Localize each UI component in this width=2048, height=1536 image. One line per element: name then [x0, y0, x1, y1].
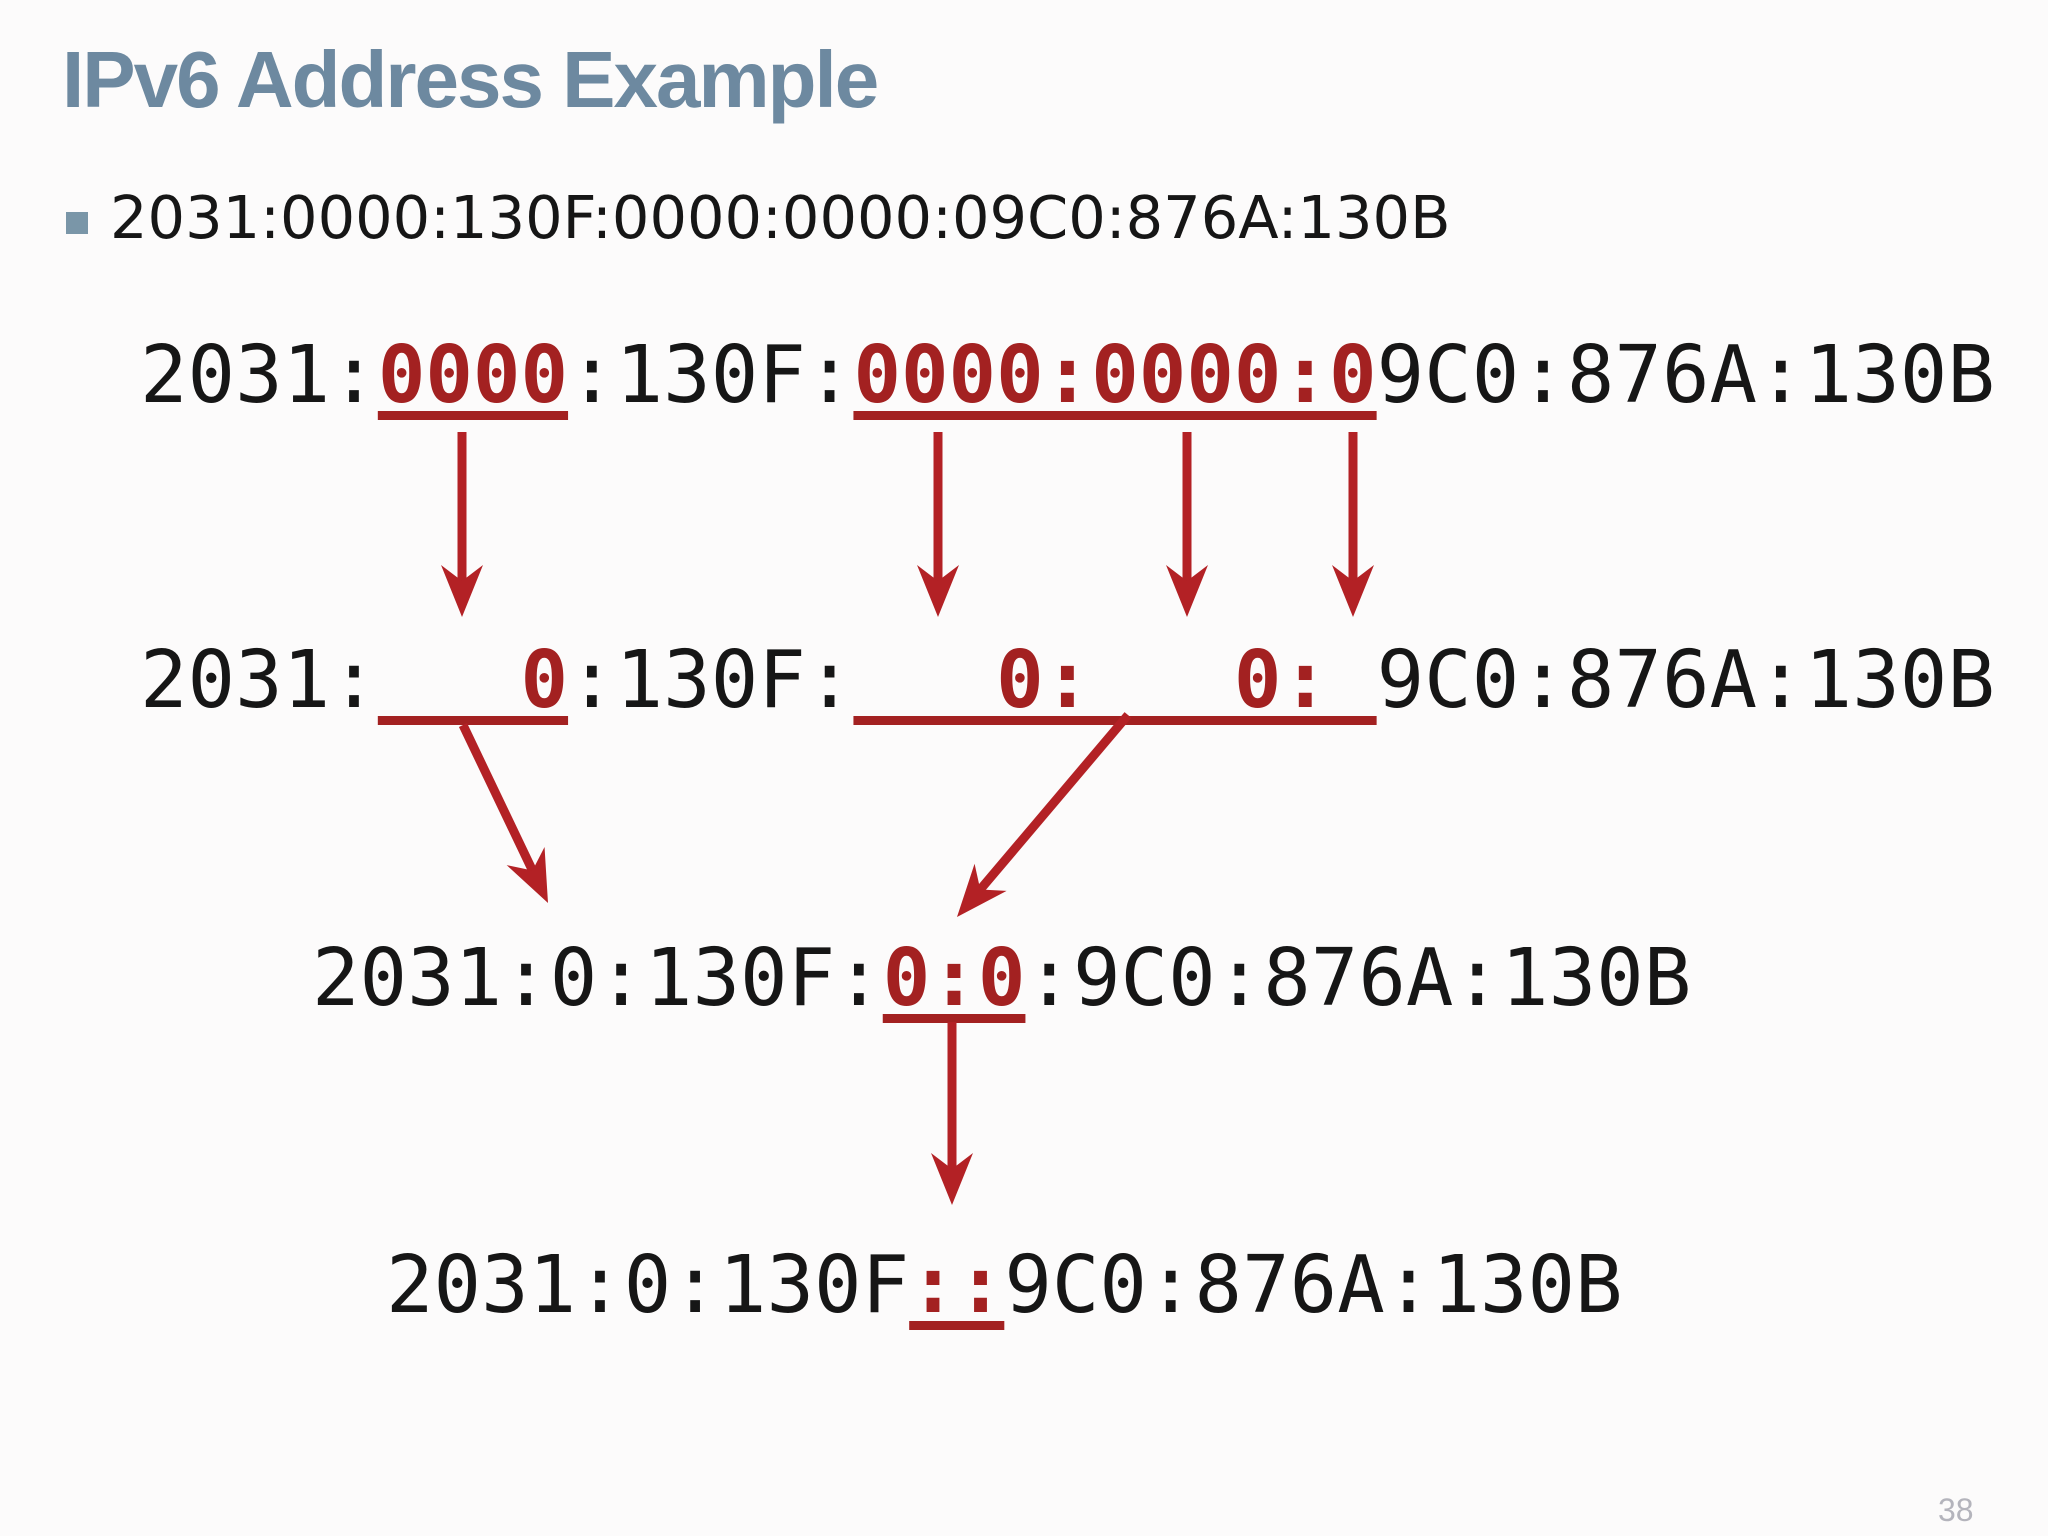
highlighted-zero-segment: :: [909, 1239, 1005, 1331]
full-ipv6-address: 2031:0000:130F:0000:0000:09C0:876A:130B [110, 183, 1451, 252]
address-segment: 9C0:876A:130B [1376, 634, 1995, 726]
address-segment: 2031:0:130F [386, 1239, 910, 1331]
highlighted-zero-segment: 0:0 [882, 932, 1026, 1024]
address-segment: 2031: [140, 634, 378, 726]
address-line-double-colon: 2031:0:130F::9C0:876A:130B [386, 1246, 1623, 1325]
page-number: 38 [1938, 1492, 1974, 1528]
address-segment: 2031: [140, 329, 378, 421]
address-line-original: 2031:0000:130F:0000:0000:09C0:876A:130B [140, 336, 1995, 415]
down-arrow-leading-zero [1332, 432, 1374, 617]
address-line-compressed-groups: 2031:0:130F:0:0:9C0:876A:130B [312, 939, 1691, 1018]
address-segment: :130F: [568, 329, 854, 421]
down-arrow-double-colon [931, 1022, 973, 1205]
diagonal-arrow-right [957, 712, 1132, 917]
address-segment: 9C0:876A:130B [1004, 1239, 1623, 1331]
down-arrow-group2 [441, 432, 483, 617]
address-segment: :130F: [568, 634, 854, 726]
down-arrow-group5 [1166, 432, 1208, 617]
highlighted-zero-segment: 0000:0000:0 [853, 329, 1377, 421]
address-segment: 2031:0:130F: [312, 932, 883, 1024]
address-segment: :9C0:876A:130B [1025, 932, 1692, 1024]
highlighted-zero-segment: 0: 0: [853, 634, 1377, 726]
highlighted-zero-segment: 0 [377, 634, 569, 726]
down-arrow-group4 [917, 432, 959, 617]
highlighted-zero-segment: 0000 [377, 329, 569, 421]
diagonal-arrow-left [458, 723, 548, 903]
square-bullet-icon [66, 212, 88, 234]
address-line-leading-zeros-removed: 2031: 0:130F: 0: 0: 9C0:876A:130B [140, 641, 1995, 720]
page-title: IPv6 Address Example [62, 35, 879, 124]
address-segment: 9C0:876A:130B [1376, 329, 1995, 421]
